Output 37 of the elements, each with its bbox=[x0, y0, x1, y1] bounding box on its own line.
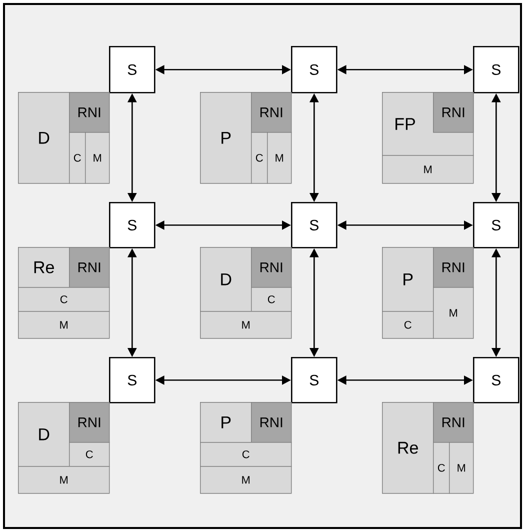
component-box: D bbox=[200, 247, 252, 312]
component-box: C bbox=[382, 311, 434, 339]
component-box: C bbox=[433, 442, 450, 494]
component-box: M bbox=[449, 442, 474, 494]
component-box: C bbox=[200, 442, 292, 467]
component-box: RNI bbox=[69, 92, 110, 133]
component-box: C bbox=[18, 287, 110, 312]
component-box: Re bbox=[18, 247, 70, 288]
component-box: M bbox=[267, 132, 292, 184]
component-box: M bbox=[433, 287, 474, 339]
component-box: C bbox=[69, 132, 86, 184]
component-box: RNI bbox=[69, 247, 110, 288]
component-box: RNI bbox=[251, 402, 292, 443]
component-box: RNI bbox=[69, 402, 110, 443]
component-box: M bbox=[382, 155, 474, 184]
switch-box: S bbox=[109, 46, 156, 94]
component-box: RNI bbox=[251, 247, 292, 288]
switch-box: S bbox=[109, 357, 156, 404]
switch-box: S bbox=[291, 202, 338, 248]
component-box: C bbox=[69, 442, 110, 467]
component-box: C bbox=[251, 132, 268, 184]
switch-box: S bbox=[473, 357, 520, 404]
component-box: RNI bbox=[433, 92, 474, 133]
component-box: M bbox=[85, 132, 110, 184]
component-box: C bbox=[251, 287, 292, 312]
component-box: RNI bbox=[433, 402, 474, 443]
switch-box: S bbox=[473, 202, 520, 248]
switch-box: S bbox=[109, 202, 156, 248]
component-box: D bbox=[18, 402, 70, 467]
component-box: P bbox=[200, 402, 252, 443]
component-box: RNI bbox=[433, 247, 474, 288]
component-box: M bbox=[18, 311, 110, 339]
switch-box: S bbox=[473, 46, 520, 94]
component-box: RNI bbox=[251, 92, 292, 133]
component-box: M bbox=[200, 466, 292, 494]
switch-box: S bbox=[291, 46, 338, 94]
switch-box: S bbox=[291, 357, 338, 404]
